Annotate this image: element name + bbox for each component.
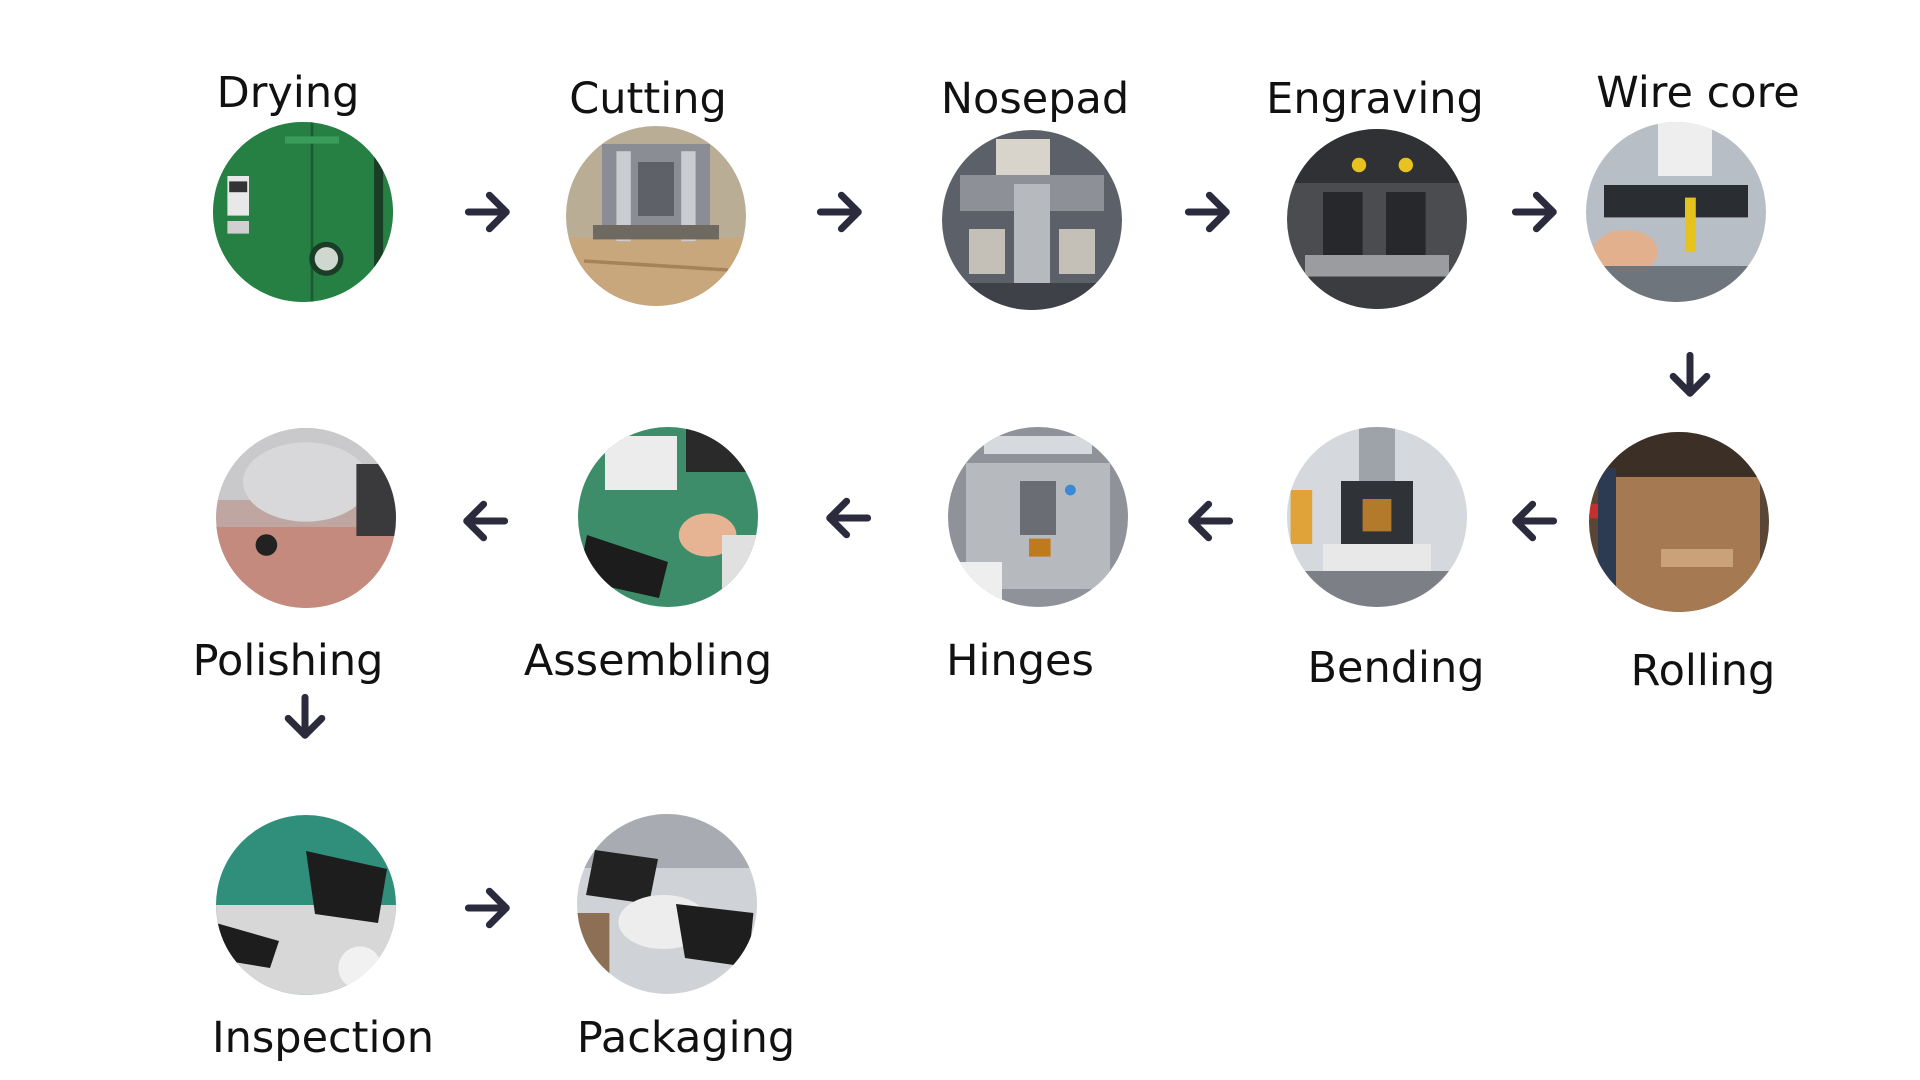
arrow-right-icon <box>1180 184 1236 240</box>
packaging-photo <box>577 814 757 994</box>
step-label-wire-core: Wire core <box>1596 68 1800 118</box>
step-label-packaging: Packaging <box>576 1013 796 1063</box>
arrow-down-icon <box>277 689 333 745</box>
step-label-inspection: Inspection <box>211 1013 435 1063</box>
drying-machine-photo-icon <box>213 122 393 302</box>
assembling-photo <box>578 427 758 607</box>
step-label-assembling: Assembling <box>523 636 773 686</box>
step-label-hinges: Hinges <box>946 636 1094 686</box>
arrow-left-icon <box>820 490 876 546</box>
rolling-machine-photo-icon <box>1589 432 1769 612</box>
step-label-cutting: Cutting <box>569 74 727 124</box>
wire-core-photo <box>1586 122 1766 302</box>
polishing-photo <box>216 428 396 608</box>
step-label-polishing: Polishing <box>192 636 384 686</box>
step-label-bending: Bending <box>1307 643 1485 693</box>
cutting-machine-photo-icon <box>566 126 746 306</box>
arrow-left-icon <box>1182 493 1238 549</box>
step-label-nosepad: Nosepad <box>940 74 1130 124</box>
engraving-photo <box>1287 129 1467 309</box>
arrow-right-icon <box>1507 184 1563 240</box>
inspection-photo <box>216 815 396 995</box>
inspection-table-photo-icon <box>216 815 396 995</box>
arrow-left-icon <box>1506 493 1562 549</box>
step-label-engraving: Engraving <box>1266 74 1484 124</box>
polishing-machine-photo-icon <box>216 428 396 608</box>
nosepad-machine-photo-icon <box>942 130 1122 310</box>
bending-machine-photo-icon <box>1287 427 1467 607</box>
arrow-down-icon <box>1662 347 1718 403</box>
drying-photo <box>213 122 393 302</box>
packaging-table-photo-icon <box>577 814 757 994</box>
step-label-rolling: Rolling <box>1630 646 1776 696</box>
hinges-machine-photo-icon <box>948 427 1128 607</box>
step-label-drying: Drying <box>216 68 360 118</box>
arrow-left-icon <box>457 493 513 549</box>
arrow-right-icon <box>460 880 516 936</box>
arrow-right-icon <box>812 184 868 240</box>
hinges-photo <box>948 427 1128 607</box>
engraving-machine-photo-icon <box>1287 129 1467 309</box>
rolling-photo <box>1589 432 1769 612</box>
wire-core-machine-photo-icon <box>1586 122 1766 302</box>
nosepad-photo <box>942 130 1122 310</box>
assembling-station-photo-icon <box>578 427 758 607</box>
cutting-photo <box>566 126 746 306</box>
arrow-right-icon <box>460 184 516 240</box>
bending-photo <box>1287 427 1467 607</box>
